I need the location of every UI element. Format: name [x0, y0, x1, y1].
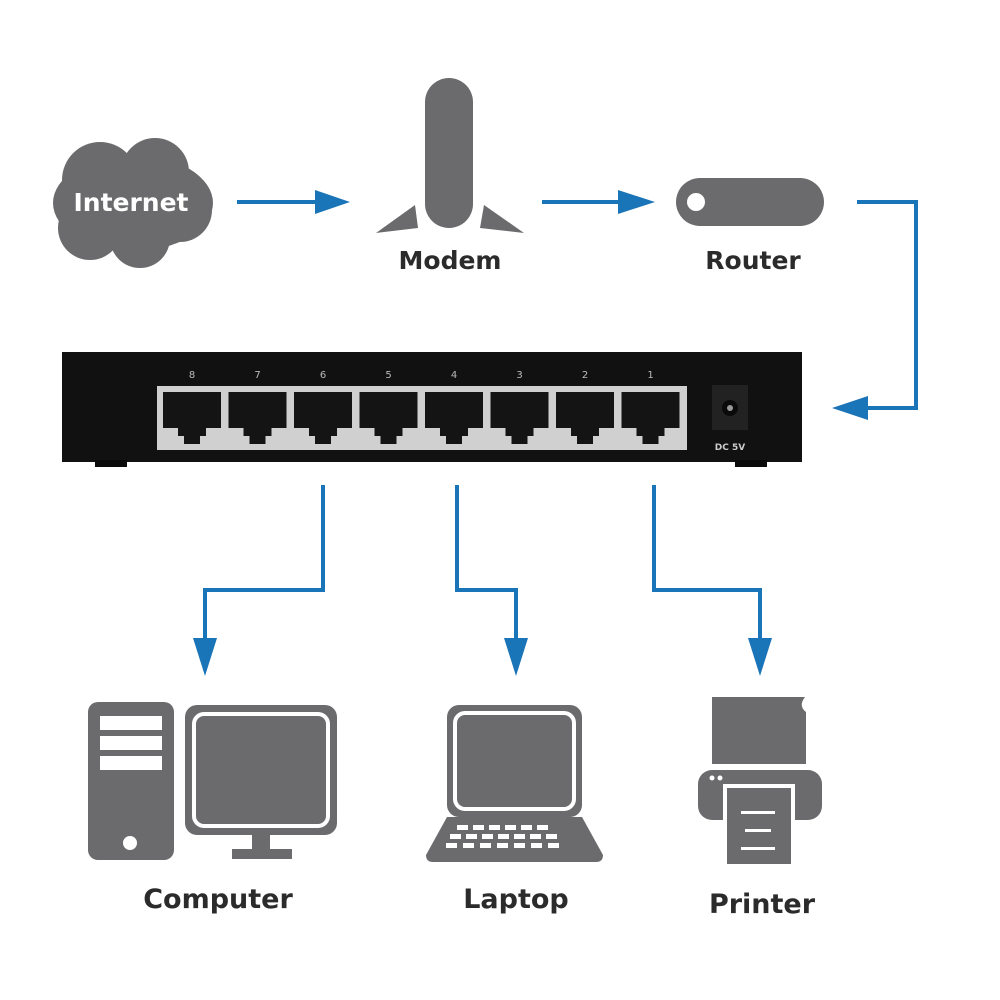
- router-icon: [676, 178, 824, 226]
- port-number-label: 3: [516, 370, 522, 381]
- router-label: Router: [705, 246, 801, 275]
- keyboard-key: [530, 834, 541, 839]
- keyboard-key: [498, 834, 509, 839]
- port-number-label: 2: [582, 370, 588, 381]
- laptop-label: Laptop: [463, 884, 569, 915]
- keyboard-key: [514, 834, 525, 839]
- port-number-label: 5: [385, 370, 391, 381]
- keyboard-key: [537, 825, 548, 830]
- ethernet-port-1: 1: [621, 370, 680, 444]
- network-switch: 8 7 6 5 4 3 2 1 DC 5V: [62, 352, 802, 467]
- arrow-modem-to-router: [542, 190, 655, 214]
- keyboard-key: [548, 843, 559, 848]
- port-number-label: 1: [647, 370, 653, 381]
- laptop-icon: [426, 705, 603, 862]
- modem-icon: [376, 78, 524, 233]
- keyboard-key: [482, 834, 493, 839]
- ethernet-port-4: 4: [425, 370, 483, 444]
- arrow-switch-to-printer: [652, 485, 772, 676]
- keyboard-key: [473, 825, 484, 830]
- keyboard-key: [521, 825, 532, 830]
- keyboard-key: [450, 834, 461, 839]
- arrow-internet-to-modem: [237, 190, 350, 214]
- arrow-switch-to-computer: [193, 485, 325, 676]
- laptop-node: Laptop: [426, 705, 603, 915]
- ethernet-port-8: 8: [163, 370, 221, 444]
- computer-node: Computer: [88, 702, 337, 915]
- keyboard-key: [480, 843, 491, 848]
- keyboard-key: [514, 843, 525, 848]
- modem-label: Modem: [399, 246, 502, 275]
- router-node: Router: [676, 178, 824, 275]
- printer-node: Printer: [698, 697, 822, 920]
- port-number-label: 4: [451, 370, 457, 381]
- keyboard-key: [457, 825, 468, 830]
- power-label: DC 5V: [715, 443, 745, 453]
- ethernet-port-7: 7: [228, 370, 287, 444]
- keyboard-key: [446, 843, 457, 848]
- computer-label: Computer: [143, 884, 293, 915]
- internet-node: Internet: [53, 138, 213, 268]
- power-jack: DC 5V: [712, 385, 748, 453]
- keyboard-key: [463, 843, 474, 848]
- ethernet-port-6: 6: [294, 370, 352, 444]
- router-led: [687, 193, 705, 211]
- monitor-icon: [185, 705, 337, 835]
- keyboard-key: [497, 843, 508, 848]
- ethernet-port-5: 5: [359, 370, 418, 444]
- modem-node: Modem: [376, 78, 524, 275]
- keyboard-key: [489, 825, 500, 830]
- keyboard-key: [546, 834, 557, 839]
- arrow-switch-to-laptop: [455, 485, 528, 676]
- port-number-label: 7: [254, 370, 260, 381]
- ethernet-port-3: 3: [490, 370, 549, 444]
- cloud-icon: [53, 138, 213, 268]
- port-number-label: 8: [189, 370, 195, 381]
- printer-icon: [698, 697, 822, 864]
- keyboard-key: [466, 834, 477, 839]
- internet-label: Internet: [73, 188, 188, 217]
- keyboard-key: [505, 825, 516, 830]
- desktop-computer-icon: [88, 702, 337, 860]
- keyboard-key: [531, 843, 542, 848]
- port-number-label: 6: [320, 370, 326, 381]
- printer-label: Printer: [709, 889, 816, 920]
- arrow-router-to-switch: [832, 200, 918, 420]
- ethernet-port-2: 2: [556, 370, 614, 444]
